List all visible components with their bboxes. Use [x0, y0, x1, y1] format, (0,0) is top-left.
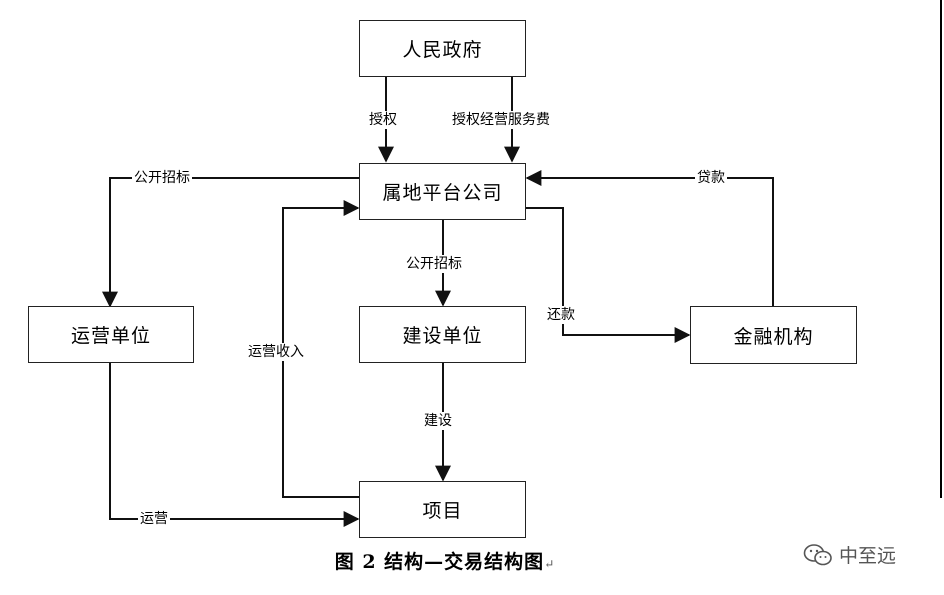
paragraph-mark: ↵ [544, 557, 556, 571]
label-tender-builder: 公开招标 [404, 255, 464, 273]
node-finance-label: 金融机构 [733, 325, 814, 348]
label-tender-operator: 公开招标 [132, 169, 192, 187]
right-border-line [940, 0, 942, 498]
node-platform-label: 属地平台公司 [382, 182, 503, 204]
node-government-label: 人民政府 [402, 39, 483, 61]
node-project-label: 项目 [422, 500, 463, 522]
node-builder-label: 建设单位 [402, 325, 483, 347]
node-platform: 属地平台公司 [359, 163, 526, 220]
label-repay: 还款 [545, 306, 577, 324]
figure-caption: 图 2 结构—交易结构图↵ [0, 547, 890, 574]
node-operator-label: 运营单位 [70, 325, 151, 347]
edge-tender-operator [102, 177, 360, 308]
watermark: 中至远 [803, 541, 896, 568]
edge-repay [526, 207, 691, 343]
edge-loan [525, 170, 774, 306]
node-government: 人民政府 [359, 20, 526, 77]
label-loan: 贷款 [695, 169, 727, 187]
wechat-icon [803, 543, 832, 565]
label-operate: 运营 [138, 510, 170, 528]
node-finance: 金融机构 [690, 306, 857, 364]
label-construct: 建设 [422, 412, 454, 430]
node-project: 项目 [359, 481, 526, 538]
watermark-text: 中至远 [839, 545, 897, 567]
edge-operate [109, 363, 360, 527]
label-authorize: 授权 [367, 111, 399, 129]
figure-caption-text: 图 2 结构—交易结构图 [334, 551, 545, 573]
label-operating-revenue: 运营收入 [246, 343, 306, 361]
node-builder: 建设单位 [359, 306, 526, 363]
node-operator: 运营单位 [28, 306, 194, 363]
label-authorize-fee: 授权经营服务费 [450, 111, 552, 129]
